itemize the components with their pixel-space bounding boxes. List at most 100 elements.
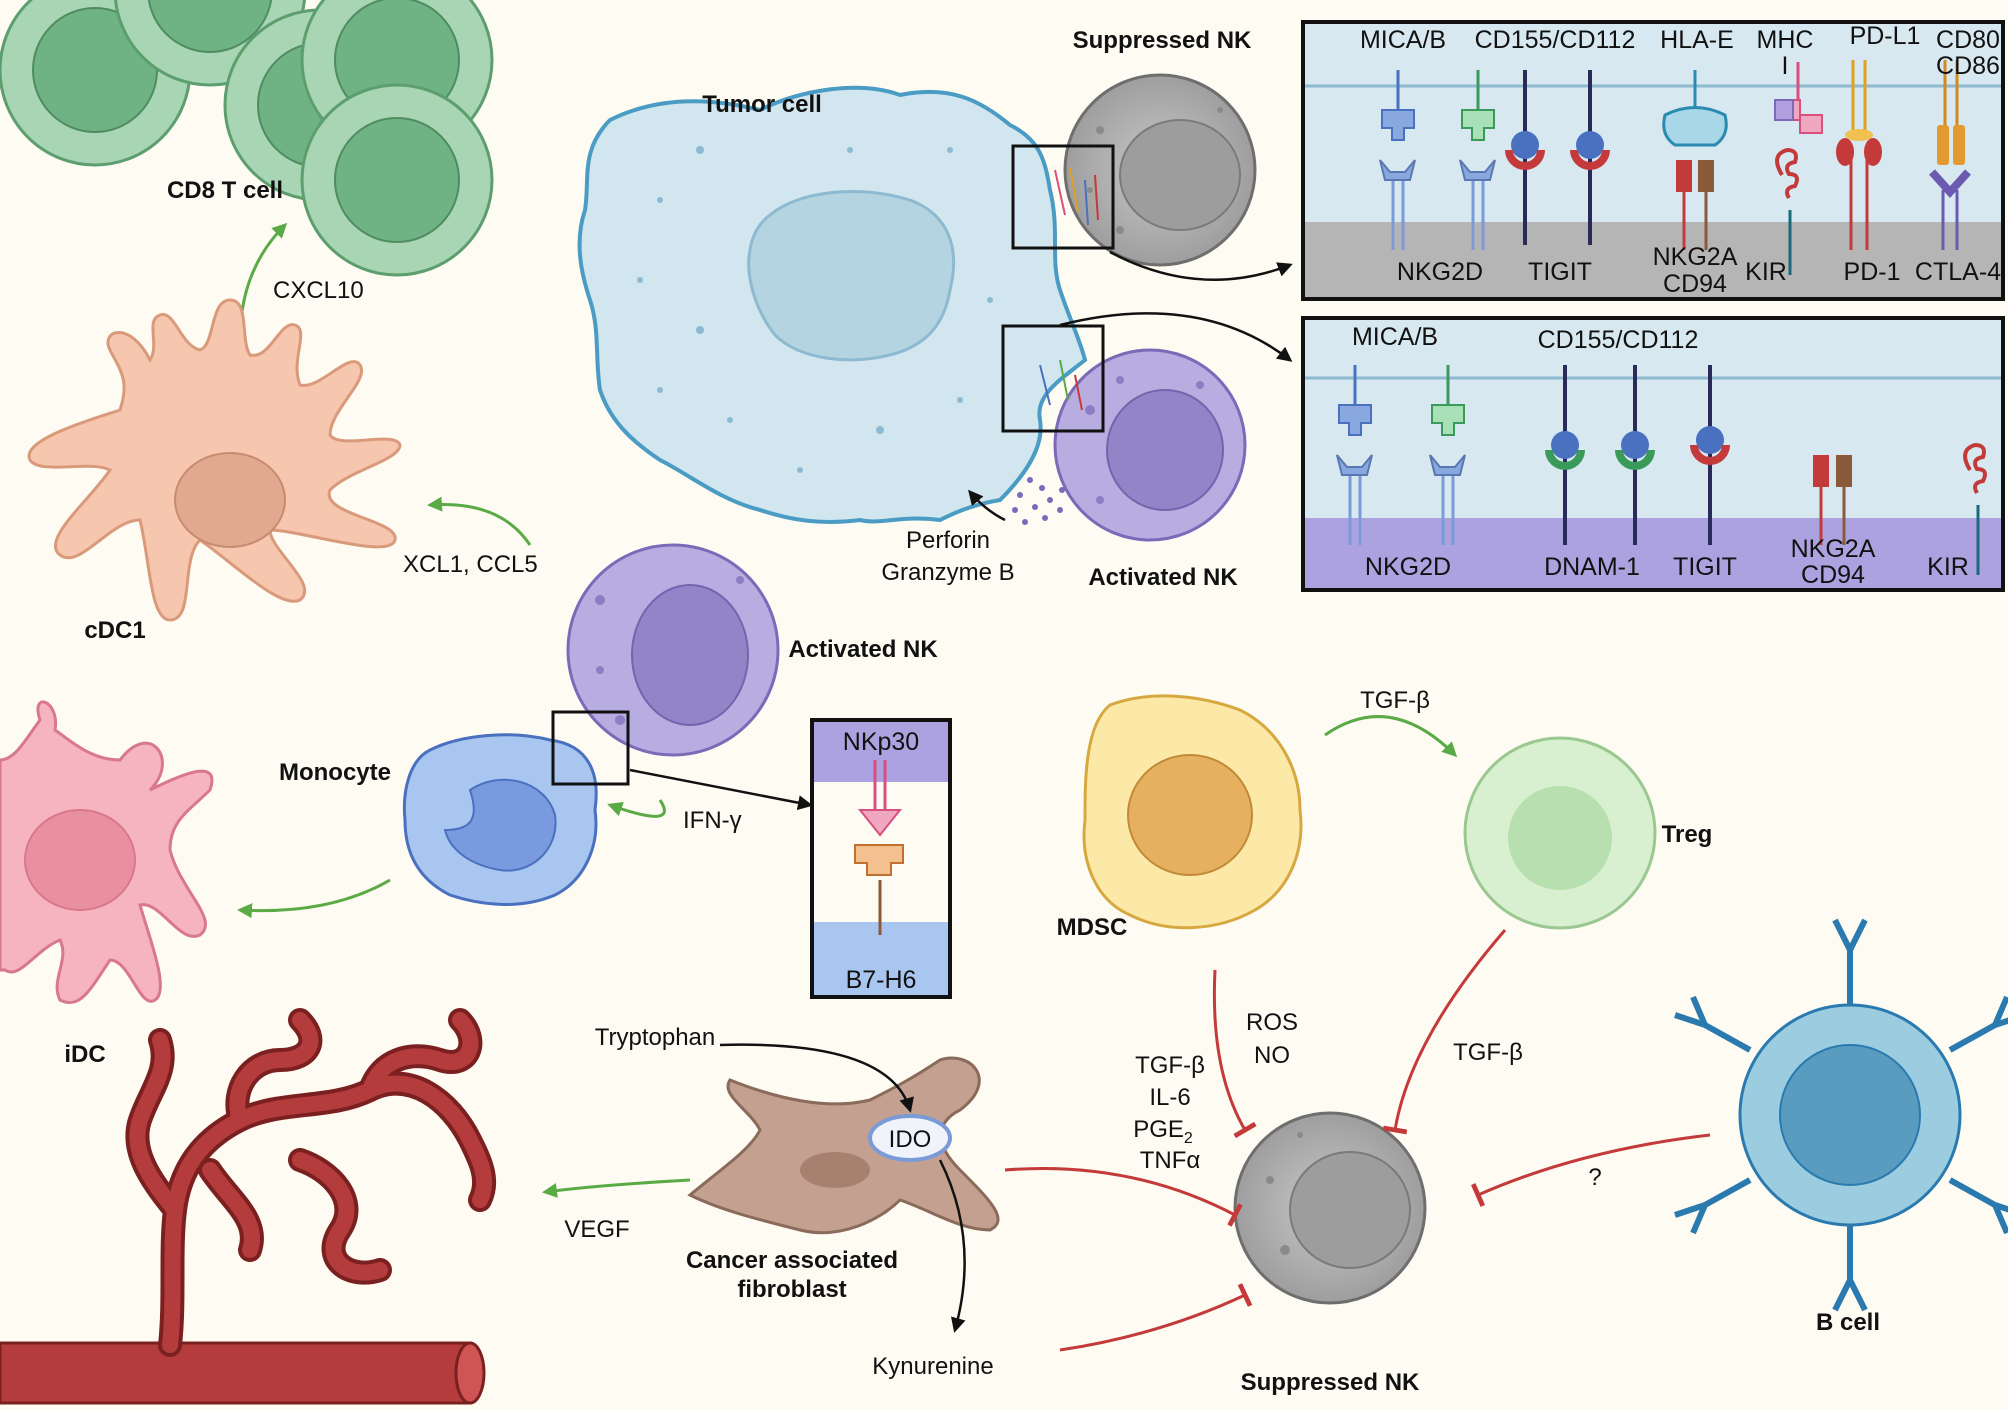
tgfb-treg-label: TGF-β — [1453, 1039, 1523, 1066]
vegf-label: VEGF — [564, 1216, 629, 1243]
kynurenine-arrow — [938, 1159, 966, 1333]
activated-panel-ligand-labels: MICA/B CD155/CD112 — [1352, 323, 1698, 354]
no-label: NO — [1254, 1042, 1290, 1069]
pge2-subscript: 2 — [1184, 1130, 1193, 1147]
suppressed-panel-ligand-labels: MICA/B CD155/CD112 HLA-E MHC I PD-L1 CD8… — [1360, 22, 2000, 80]
tryptophan-arrow — [719, 1043, 914, 1113]
mdsc-inhibit-line — [1212, 969, 1257, 1139]
b-cell-antibodies — [1674, 918, 2008, 1312]
sup-ligand-mhc-i: I — [1782, 52, 1789, 80]
arrow-to-nkp30-panel — [629, 768, 813, 811]
tnfa-label: TNFα — [1140, 1147, 1201, 1174]
act-ligand-mica: MICA/B — [1352, 323, 1438, 351]
suppressed-panel-receptor-labels: NKG2D TIGIT NKG2A CD94 KIR PD-1 CTLA-4 — [1397, 243, 2001, 298]
act-receptor-kir: KIR — [1927, 553, 1969, 581]
mdsc-nucleus — [1127, 754, 1253, 876]
blood-vessel — [0, 1008, 497, 1405]
ros-label: ROS — [1246, 1009, 1298, 1036]
cxcl10-label: CXCL10 — [273, 277, 364, 304]
act-receptor-dnam1: DNAM-1 — [1544, 553, 1640, 581]
sup-receptor-pd1: PD-1 — [1844, 258, 1901, 286]
activated-nk-mid-cell — [566, 543, 780, 757]
suppressed-nk-synapse-panel — [1301, 20, 2005, 301]
zoom-box-receptors — [1039, 167, 1099, 411]
sup-receptor-ctla4: CTLA-4 — [1915, 258, 2001, 286]
monocyte-to-idc-arrow — [237, 878, 391, 919]
b-cell — [1674, 918, 2008, 1312]
sup-ligand-cd155: CD155/CD112 — [1475, 26, 1636, 54]
pge2-label: PGE2 — [1133, 1116, 1193, 1147]
act-receptor-nkg2d: NKG2D — [1365, 553, 1451, 581]
act-ligand-cd155: CD155/CD112 — [1538, 326, 1699, 354]
tumor-nucleus — [747, 190, 956, 362]
mdsc-to-treg-arrow — [1324, 715, 1458, 758]
zoom-box-suppressed — [1011, 144, 1115, 250]
sup-receptor-nkg2a: NKG2A — [1653, 243, 1738, 271]
idc-label: iDC — [64, 1041, 105, 1068]
xcl1-ccl5-label: XCL1, CCL5 — [403, 551, 538, 578]
perforin-label: Perforin — [906, 527, 990, 554]
tgfb-mdsc-treg-label: TGF-β — [1360, 687, 1430, 714]
activated-nk-synapse-panel — [1301, 316, 2005, 592]
monocyte-label: Monocyte — [279, 759, 391, 786]
act-receptor-tigit: TIGIT — [1673, 553, 1737, 581]
activated-panel-receptor-labels: NKG2D DNAM-1 TIGIT NKG2A CD94 KIR — [1365, 535, 1969, 589]
idc-nucleus — [24, 809, 136, 911]
ido-label: IDO — [889, 1126, 932, 1153]
il6-label: IL-6 — [1149, 1084, 1190, 1111]
treg-label: Treg — [1662, 821, 1713, 848]
arrow-to-activated-panel — [1059, 312, 1293, 362]
activated-nk-mid-label: Activated NK — [788, 636, 938, 663]
caf-inhibit-line — [1004, 1167, 1243, 1227]
tryptophan-label: Tryptophan — [595, 1024, 716, 1051]
ifng-label: IFN-γ — [683, 807, 742, 834]
perforin-granules — [1012, 477, 1065, 525]
kynurenine-inhibit-line — [1059, 1283, 1253, 1352]
caf-cell — [687, 1056, 1000, 1235]
ido-enzyme — [868, 1114, 952, 1162]
act-receptor-cd94: CD94 — [1801, 561, 1865, 589]
sup-ligand-mica: MICA/B — [1360, 26, 1446, 54]
activated-nk-top-label: Activated NK — [1088, 564, 1238, 591]
suppressed-nk-top-label: Suppressed NK — [1073, 27, 1252, 54]
cd8-t-cell-cluster — [0, 0, 494, 277]
caf-label-line2: fibroblast — [737, 1276, 846, 1303]
ifng-arrow — [607, 799, 666, 818]
b7h6-label: B7-H6 — [846, 966, 917, 994]
kynurenine-label: Kynurenine — [872, 1353, 993, 1380]
cdc1-label: cDC1 — [84, 617, 145, 644]
suppressed-nk-bottom-label: Suppressed NK — [1241, 1369, 1420, 1396]
perforin-arrow — [968, 489, 1006, 522]
granzyme-label: Granzyme B — [881, 559, 1014, 586]
sup-ligand-hlae: HLA-E — [1660, 26, 1734, 54]
bcell-inhibit-line — [1470, 1133, 1711, 1207]
cd8-t-cell-label: CD8 T cell — [167, 177, 283, 204]
sup-receptor-nkg2d: NKG2D — [1397, 258, 1483, 286]
sup-ligand-cd86: CD86 — [1936, 52, 2000, 80]
caf-nucleus — [800, 1152, 870, 1188]
sup-receptor-kir: KIR — [1745, 258, 1787, 286]
b-cell-label: B cell — [1816, 1309, 1880, 1336]
caf-label-line1: Cancer associated — [686, 1247, 898, 1274]
tgfb-label: TGF-β — [1135, 1052, 1205, 1079]
zoom-box-nkp30 — [551, 710, 630, 786]
sup-ligand-pdl1: PD-L1 — [1850, 22, 1921, 50]
treg-nucleus — [1508, 786, 1612, 890]
bcell-question-label: ? — [1588, 1164, 1601, 1191]
act-receptor-nkg2a: NKG2A — [1791, 535, 1876, 563]
activated-nk-top-cell — [1053, 348, 1247, 542]
treg-inhibit-line — [1382, 929, 1507, 1135]
suppressed-nk-top-cell — [1063, 73, 1257, 267]
tumor-granules — [637, 146, 993, 473]
mdsc-label: MDSC — [1057, 914, 1128, 941]
cdc1-nucleus — [174, 452, 286, 548]
xcl1-ccl5-arrow — [427, 496, 532, 546]
monocyte-nucleus — [443, 778, 557, 872]
nkp30-panel — [810, 718, 952, 999]
sup-receptor-cd94: CD94 — [1663, 270, 1727, 298]
sup-ligand-mhc: MHC — [1757, 26, 1814, 54]
nkp30-label: NKp30 — [843, 728, 919, 756]
sup-receptor-tigit: TIGIT — [1528, 258, 1592, 286]
